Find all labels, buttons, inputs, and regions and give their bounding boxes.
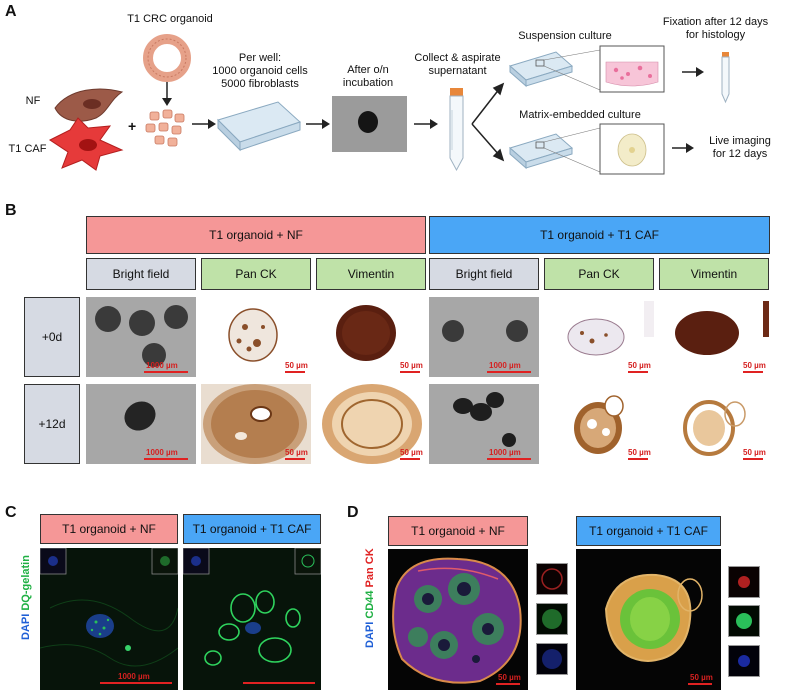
- down-arrow-icon: [162, 82, 172, 106]
- b-0d-nf-vimentin: 50 µm: [316, 297, 426, 377]
- d-caf-dapi-channel: [728, 645, 760, 677]
- b-0d-caf-brightfield: 1000 µm: [429, 297, 539, 377]
- b-0d-nf-panck: 50 µm: [201, 297, 311, 377]
- d-caf-panck-channel: [728, 566, 760, 598]
- b-col-brightfield-nf: Bright field: [86, 258, 196, 290]
- b-col-vimentin-nf: Vimentin: [316, 258, 426, 290]
- d-stain-label: DAPI CD44 Pan CK: [364, 548, 376, 648]
- c-caf-image: [183, 548, 321, 690]
- b-12d-caf-vimentin: 50 µm: [659, 384, 769, 464]
- d-nf-merged-image: 50 µm: [388, 549, 528, 690]
- b-12d-nf-panck: 50 µm: [201, 384, 311, 464]
- panel-b-letter: B: [5, 202, 17, 219]
- plus-sign: +: [128, 118, 137, 134]
- d-nf-cd44-channel: [536, 603, 568, 635]
- matrix-label: Matrix-embedded culture: [519, 109, 641, 121]
- matrix-plate-icon: [508, 127, 601, 173]
- c-header-caf: T1 organoid + T1 CAF: [183, 514, 321, 544]
- suspension-label: Suspension culture: [518, 30, 612, 42]
- b-0d-caf-panck: 50 µm: [544, 297, 654, 377]
- crc-organoid-label: T1 CRC organoid: [127, 13, 213, 25]
- panel-a-letter: A: [5, 3, 17, 20]
- b-12d-caf-brightfield: 1000 µm: [429, 384, 539, 464]
- arrow-2-icon: [306, 119, 330, 129]
- c-header-nf: T1 organoid + NF: [40, 514, 178, 544]
- d-header-nf: T1 organoid + NF: [388, 516, 528, 546]
- panel-d-letter: D: [347, 504, 359, 521]
- b-0d-nf-brightfield: 1000 µm: [86, 297, 196, 377]
- b-header-nf: T1 organoid + NF: [86, 216, 426, 254]
- b-12d-nf-vimentin: 50 µm: [316, 384, 426, 464]
- b-12d-caf-panck: 50 µm: [544, 384, 654, 464]
- histology-tube-icon: [721, 52, 730, 104]
- panel-c-letter: C: [5, 504, 17, 521]
- organoid-ring-icon: [143, 34, 191, 82]
- well-plate-icon: [217, 101, 301, 152]
- d-nf-dapi-channel: [536, 643, 568, 675]
- b-col-panck-caf: Pan CK: [544, 258, 654, 290]
- d-header-caf: T1 organoid + T1 CAF: [576, 516, 721, 546]
- b-col-brightfield-caf: Bright field: [429, 258, 539, 290]
- b-row-12d: +12d: [24, 384, 80, 464]
- caf-label: T1 CAF: [8, 143, 47, 155]
- b-col-vimentin-caf: Vimentin: [659, 258, 769, 290]
- b-col-panck-nf: Pan CK: [201, 258, 311, 290]
- c-nf-image: 1000 µm: [40, 548, 178, 690]
- arrow-1-icon: [192, 119, 216, 129]
- c-stain-label: DAPI DQ-gelatin: [20, 555, 32, 640]
- panel-a-diagram: [49, 34, 730, 175]
- b-header-caf: T1 organoid + T1 CAF: [429, 216, 770, 254]
- nf-label: NF: [25, 95, 41, 107]
- d-caf-merged-image: 50 µm: [576, 549, 721, 690]
- organoid-spheroid: [358, 111, 378, 133]
- nf-fibroblast-icon: [54, 88, 124, 122]
- suspension-plate-icon: [508, 49, 601, 91]
- b-row-0d: +0d: [24, 297, 80, 377]
- b-0d-caf-vimentin: 50 µm: [659, 297, 769, 377]
- b-12d-nf-brightfield: 1000 µm: [86, 384, 196, 464]
- arrow-4-icon: [682, 67, 704, 77]
- branch-arrows-icon: [471, 82, 505, 162]
- caf-fibroblast-icon: [49, 117, 124, 171]
- d-nf-panck-channel: [536, 563, 568, 595]
- d-caf-cd44-channel: [728, 605, 760, 637]
- arrow-3-icon: [414, 119, 438, 129]
- dissociated-cells-icon: [145, 109, 185, 147]
- falcon-tube-icon: [449, 88, 464, 172]
- arrow-5-icon: [672, 143, 694, 153]
